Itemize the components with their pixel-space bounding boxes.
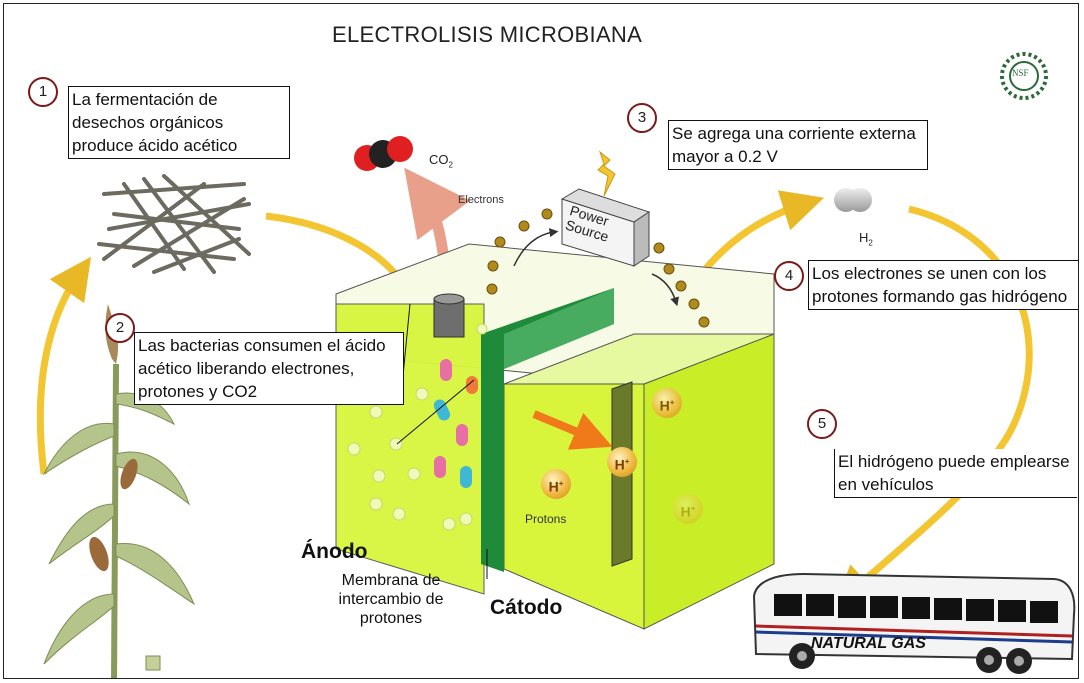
tank-water-top [503,333,775,385]
waste-pile [97,174,251,274]
h2-label: H2 [859,230,873,248]
hydrogen-ion: H+ [541,469,571,499]
step-2-box: Las bacterias consumen el ácido acético … [134,332,404,405]
step-5-box: El hidrógeno puede emplearse en vehículo… [834,449,1077,498]
arrow-plant-to-waste [36,256,92,475]
hydrogen-ion: H+ [607,447,637,477]
step-3-number: 3 [627,103,657,133]
co2-molecule [354,136,413,171]
corn-plant [42,304,196,678]
anode-label: Ánodo [301,540,368,563]
step-3-box: Se agrega una corriente externa mayor a … [668,120,928,170]
nsf-logo [1000,52,1048,100]
page-title: ELECTROLISIS MICROBIANA [332,22,643,47]
hydrogen-ion: H+ [652,388,682,418]
hydrogen-ion: H+ [673,494,703,524]
bus-text: NATURAL GAS [811,635,926,652]
nsf-logo-label: NSF [1012,68,1029,78]
electrons-label: Electrons [458,194,504,206]
membrane-label: Membrana de intercambio de protones [338,572,444,627]
step-2-number: 2 [105,313,135,343]
co2-label: CO2 [429,152,453,170]
lightning-icon [597,150,616,197]
h2-molecule [834,188,872,212]
step-5-number: 5 [807,409,837,439]
electron-dots [486,208,710,328]
anode-cap [433,298,465,338]
step-4-box: Los electrones se unen con los protones … [808,260,1078,310]
bacteria [433,359,478,488]
bus [752,572,1076,674]
cathode-solution-side [643,333,775,630]
power-source [560,188,651,267]
step-4-number: 4 [774,261,804,291]
step-1-box: La fermentación de desechos orgánicos pr… [68,86,290,159]
diagram-frame: ELECTROLISIS MICROBIANA NSF 1 2 3 4 5 La… [3,3,1079,679]
arrow-h2-to-bus [833,205,1033,609]
cathode-label: Cátodo [490,596,563,619]
step-1-number: 1 [28,77,58,107]
protons-label: Protons [525,512,567,526]
